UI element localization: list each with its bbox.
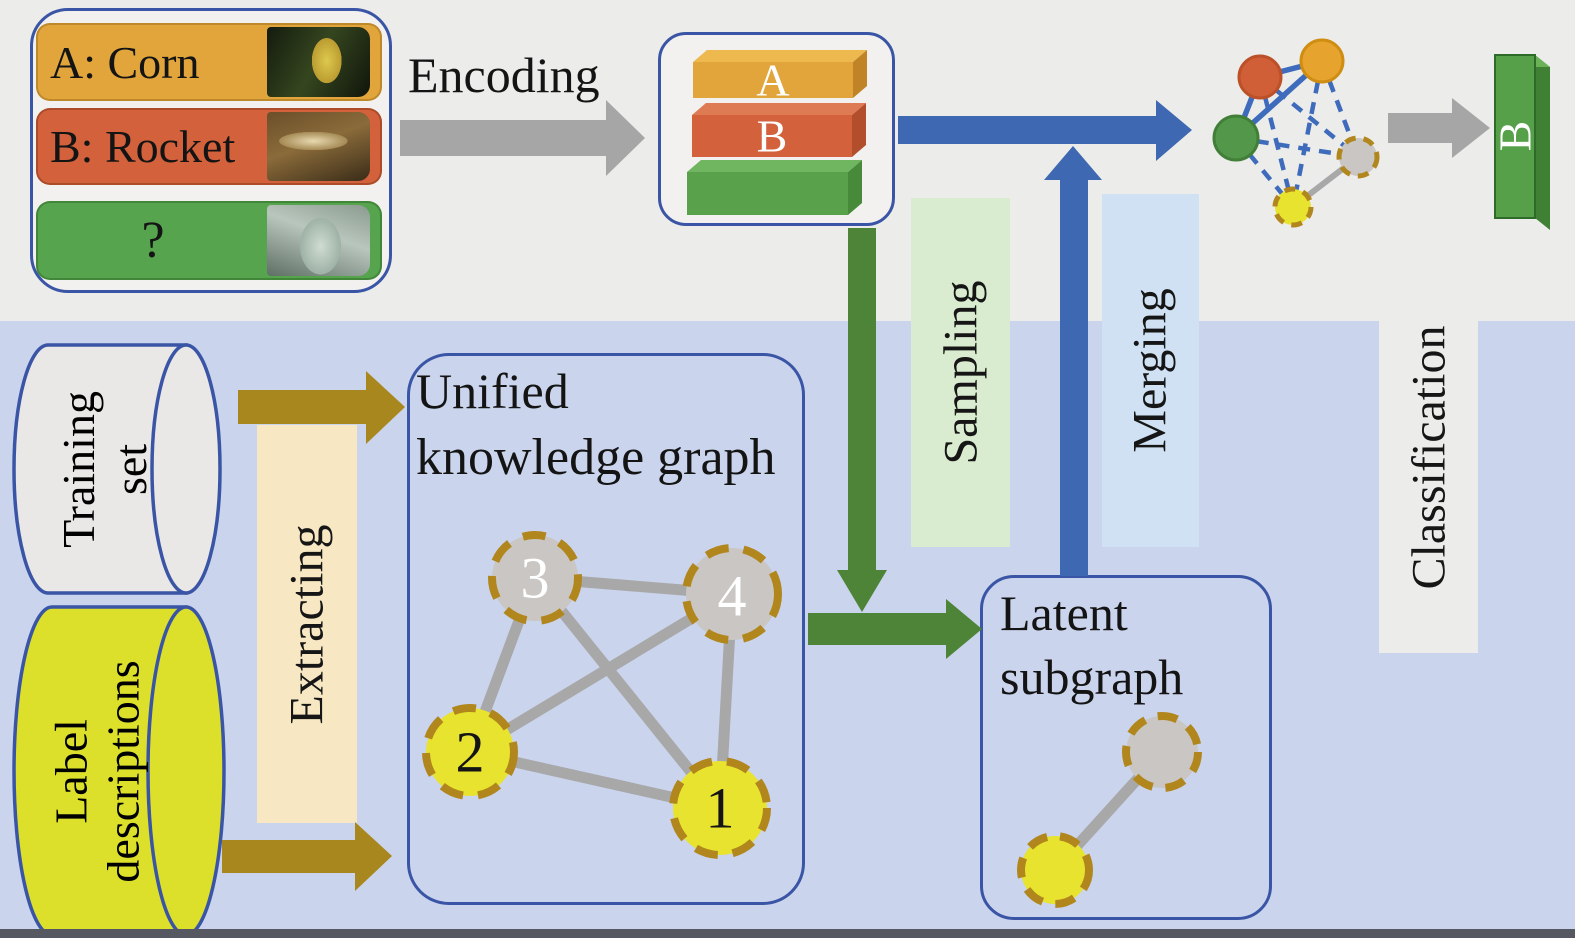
kg-node-2	[422, 704, 518, 800]
extract-arrow-bottom	[222, 822, 392, 891]
kg-nodes	[422, 531, 782, 859]
merging-band: Merging	[1102, 194, 1199, 547]
label-descriptions-label: Label descriptions	[45, 659, 150, 883]
training-set-cylinder	[12, 343, 222, 595]
extracting-band: Extracting	[257, 425, 357, 823]
classification-arrow	[1388, 98, 1490, 158]
knowledge-graph-box	[407, 353, 805, 905]
query-item-a-label: A: Corn	[50, 36, 200, 88]
encode-to-merged-arrow	[898, 100, 1192, 161]
classification-band: Classification	[1379, 321, 1478, 653]
vector-bar-b-label: B	[756, 110, 788, 162]
latent-node-yellow	[1017, 832, 1093, 908]
latent-title-line2: subgraph	[1000, 649, 1184, 705]
merged-node-yellow	[1272, 186, 1314, 228]
extract-arrow-top	[238, 371, 405, 444]
query-item-b: B: Rocket	[36, 108, 382, 185]
kg-node-4	[682, 544, 782, 644]
query-item-unknown-label: ?	[141, 212, 165, 269]
kg-to-latent-arrow	[808, 599, 982, 659]
encoding-label: Encoding	[408, 47, 600, 103]
vector-bar-unknown	[687, 160, 862, 215]
aircraft-photo	[267, 205, 370, 276]
sampling-arrow-down	[837, 228, 887, 612]
query-box: A: Corn B: Rocket ?	[30, 8, 392, 293]
query-item-b-label: B: Rocket	[50, 121, 236, 172]
latent-node-gray	[1122, 712, 1202, 792]
merged-node-gray	[1336, 135, 1380, 179]
merged-node-orange	[1299, 38, 1345, 84]
latent-subgraph-box	[980, 575, 1272, 920]
encoding-arrow	[400, 100, 645, 176]
kg-title-line2: knowledge graph	[416, 429, 776, 486]
output-bar	[1494, 54, 1550, 230]
corn-photo	[267, 27, 370, 97]
merged-node-green	[1212, 114, 1260, 162]
training-set-label: Training set	[52, 390, 156, 548]
vector-bar-a	[693, 50, 867, 98]
vector-bar-b	[692, 103, 866, 157]
vector-bar-a-label: A	[756, 54, 790, 106]
kg-node-2-label: 2	[455, 719, 485, 785]
footer-strip	[0, 929, 1575, 938]
merged-node-red	[1237, 54, 1283, 100]
kg-title-line1: Unified	[416, 363, 569, 419]
rocket-photo	[267, 112, 370, 181]
kg-node-3	[488, 531, 582, 625]
output-label: B	[1489, 120, 1541, 152]
kg-node-3-label: 3	[520, 545, 550, 611]
kg-node-1	[669, 757, 771, 859]
kg-node-4-label: 4	[717, 563, 747, 629]
sampling-band: Sampling	[911, 198, 1010, 547]
query-item-unknown: ?	[36, 201, 382, 280]
merging-arrow-up	[1044, 146, 1102, 576]
kg-node-1-label: 1	[705, 775, 735, 841]
query-item-a: A: Corn	[36, 23, 382, 101]
latent-title-line1: Latent	[1000, 585, 1128, 641]
